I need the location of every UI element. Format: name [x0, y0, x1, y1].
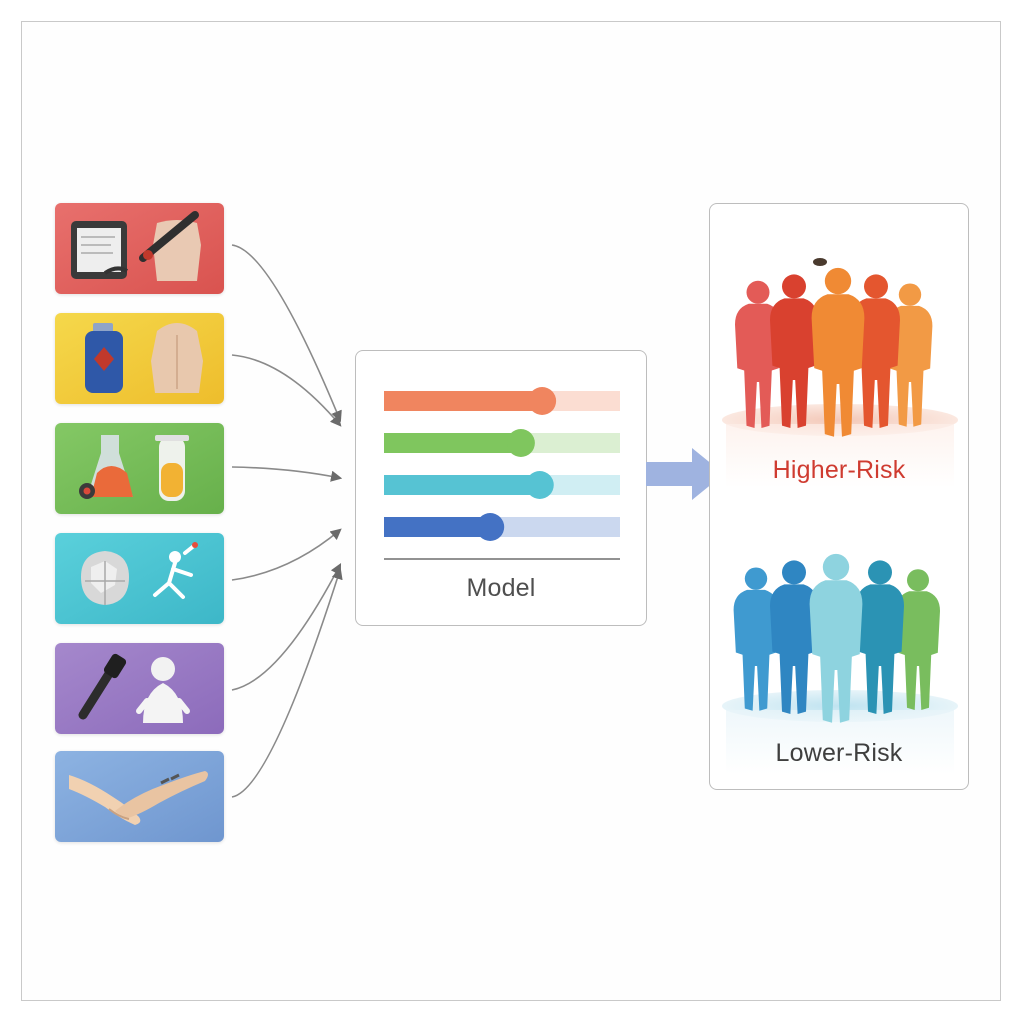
higher-risk-group-icon — [735, 267, 933, 437]
slider-fill-3 — [384, 475, 540, 495]
input-tile-probe-figure — [55, 643, 224, 734]
slider-fill-4 — [384, 517, 491, 537]
blood-bag-and-torso-icon — [55, 313, 224, 404]
connector-arrow-1 — [231, 244, 342, 423]
slider-fill-1 — [384, 391, 543, 411]
input-tile-tablet-body — [55, 203, 224, 294]
lab-tubes-icon — [55, 423, 224, 514]
input-tile-hands — [55, 751, 224, 842]
connector-arrow-4 — [231, 528, 342, 581]
slider-knob-1 — [528, 387, 557, 415]
tablet-and-body-icon — [55, 203, 224, 294]
big-arrow-icon — [646, 448, 724, 500]
connector-arrow-6 — [231, 567, 343, 798]
risk-output-box: Higher-Risk Lower-Risk — [709, 203, 969, 790]
probe-and-figure-icon — [55, 643, 224, 734]
organ-and-walking-figure-icon — [55, 533, 224, 624]
lower-risk-label: Lower-Risk — [775, 739, 903, 767]
slider-knob-3 — [525, 471, 554, 499]
slider-fill-2 — [384, 433, 521, 453]
input-tile-organ-figure — [55, 533, 224, 624]
slider-knob-4 — [476, 513, 505, 541]
connector-arrow-2 — [231, 354, 342, 427]
model-sliders — [384, 387, 620, 560]
input-tile-bloodbag-torso — [55, 313, 224, 404]
risk-groups-illustration — [722, 258, 958, 774]
model-label: Model — [466, 574, 536, 602]
connector-arrow-3 — [231, 466, 343, 482]
connector-arrow-5 — [231, 563, 342, 691]
model-box: Model — [355, 350, 647, 626]
hands-icon — [55, 751, 224, 842]
input-tile-lab-tubes — [55, 423, 224, 514]
slider-knob-2 — [506, 429, 535, 457]
higher-risk-label: Higher-Risk — [772, 456, 906, 484]
